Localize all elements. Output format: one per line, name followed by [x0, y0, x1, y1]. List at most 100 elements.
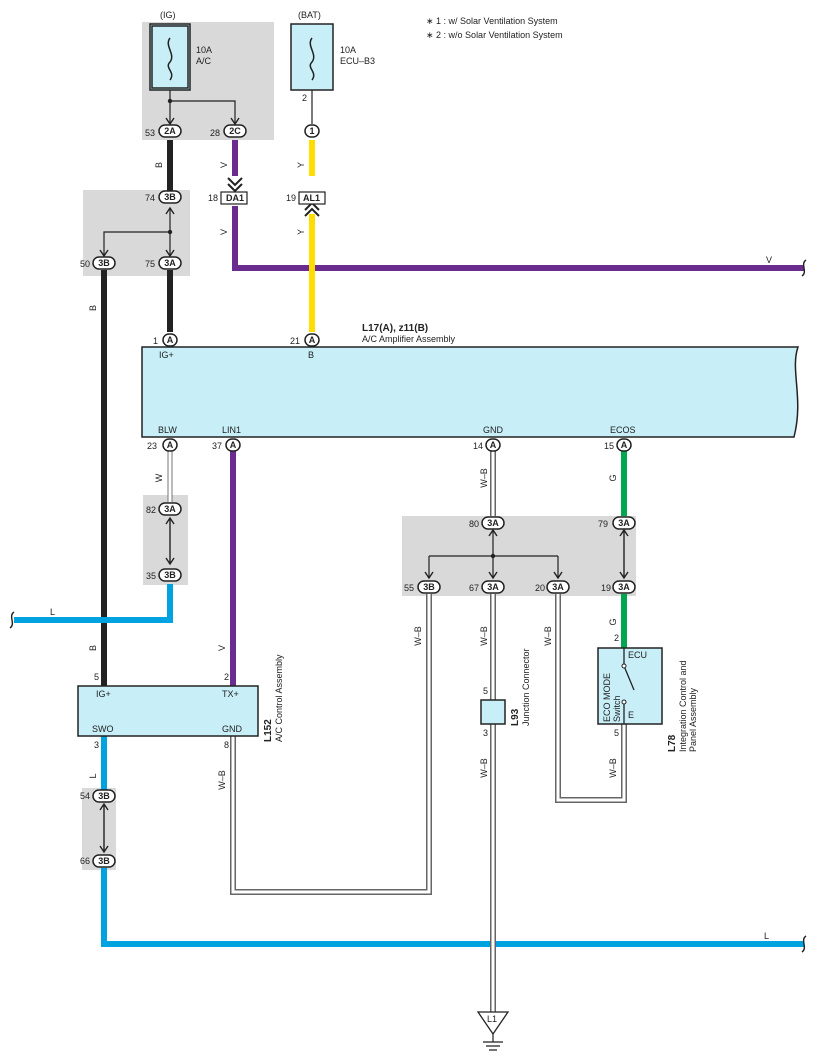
pin-5-ecu: 5 [614, 728, 619, 738]
label-l-3: L [764, 931, 769, 941]
panel-id: L78 [667, 734, 678, 752]
connector-3b-55: 3B [417, 580, 441, 594]
pin-2-ctrl: 2 [224, 672, 229, 682]
connector-a-1: A [162, 333, 178, 347]
pin-20: 20 [535, 583, 545, 593]
pin-66: 66 [80, 856, 90, 866]
pin-23: 23 [147, 441, 157, 451]
pin-50: 50 [80, 259, 90, 269]
label-v-2: V [219, 229, 229, 235]
label-wb-7: W–B [608, 758, 618, 778]
amplifier-ig-label: IG+ [159, 350, 174, 360]
pin-1: 1 [153, 336, 158, 346]
connector-a-14-label: A [490, 440, 497, 450]
connector-3a-75-label: 3A [164, 258, 176, 268]
control-assembly-box [77, 685, 259, 737]
connector-3a-80-label: 3A [487, 518, 499, 528]
connector-3a-82-label: 3A [164, 504, 176, 514]
connector-3b-55-label: 3B [423, 582, 435, 592]
pin-bat-2: 2 [302, 93, 307, 103]
pin-2-ecu: 2 [614, 633, 619, 643]
connector-3b-54-label: 3B [98, 791, 110, 801]
connector-a-23: A [162, 438, 178, 452]
connector-a-14: A [485, 438, 501, 452]
amplifier-name: A/C Amplifier Assembly [362, 334, 456, 344]
panel-ecu-label: ECU [628, 650, 647, 660]
pin-18: 18 [208, 193, 218, 203]
control-id: L152 [263, 719, 274, 742]
connector-a-21: A [304, 333, 320, 347]
fuse-ig-icon [167, 37, 173, 81]
fuse-bat-icon [309, 37, 315, 81]
fuse-ig-group: (IG) [160, 10, 176, 20]
label-wb-5: W–B [217, 770, 227, 790]
junction-connector-name: Junction Connector [521, 648, 531, 726]
label-y-2: Y [296, 229, 306, 235]
label-b-2: B [88, 305, 98, 311]
label-b-3: B [88, 645, 98, 651]
amplifier-lin-label: LIN1 [222, 425, 241, 435]
connector-3b-74-label: 3B [164, 192, 176, 202]
control-swo-label: SWO [92, 724, 114, 734]
fuse-bat-box [290, 23, 334, 91]
connector-a-15: A [616, 438, 632, 452]
control-gnd-label: GND [222, 724, 243, 734]
pin-21: 21 [290, 336, 300, 346]
fuse-bat-name: ECU–B3 [340, 56, 375, 66]
pin-37: 37 [212, 441, 222, 451]
panel-name-1: Integration Control and [678, 660, 688, 752]
fuse-ig-box [149, 23, 191, 91]
control-tx-label: TX+ [222, 689, 239, 699]
connector-3b-66-label: 3B [98, 856, 110, 866]
pin-82: 82 [146, 505, 156, 515]
pin-8-ctrl: 8 [224, 740, 229, 750]
label-wb-1: W–B [479, 468, 489, 488]
connector-3b-50: 3B [92, 256, 116, 270]
label-g-1: G [608, 474, 618, 481]
pin-80: 80 [469, 519, 479, 529]
connector-3b-54: 3B [92, 789, 116, 803]
ground-label: L1 [487, 1014, 497, 1024]
pin-19: 19 [286, 193, 296, 203]
wire-l-3 [101, 868, 804, 947]
note-2: ∗ 2 : w/o Solar Ventilation System [426, 30, 563, 40]
eco-switch-label: Switch [612, 695, 622, 722]
amplifier-blw-label: BLW [158, 425, 177, 435]
connector-3b-74: 3B [158, 190, 182, 204]
connector-3a-79: 3A [612, 516, 636, 530]
label-wb-3: W–B [479, 626, 489, 646]
connector-3b-35: 3B [158, 568, 182, 582]
amplifier-id: L17(A), z11(B) [362, 323, 428, 334]
pin-5-ctrl: 5 [94, 672, 99, 682]
pin-3-ctrl: 3 [94, 740, 99, 750]
amplifier-gnd-label: GND [483, 425, 504, 435]
connector-2c: 2C [223, 124, 247, 138]
fuse-ig-amp: 10A [196, 45, 212, 55]
label-w: W [154, 473, 164, 482]
connector-3a-19: 3A [612, 580, 636, 594]
pin-28: 28 [210, 128, 220, 138]
pin-3-jc: 3 [483, 728, 488, 738]
control-ig-label: IG+ [96, 689, 111, 699]
connector-3a-20-label: 3A [552, 582, 564, 592]
panel-assembly-box [597, 647, 663, 725]
amplifier-box [141, 346, 800, 438]
connector-3a-79-label: 3A [618, 518, 630, 528]
label-y-1: Y [296, 162, 306, 168]
connector-3b-50-label: 3B [98, 258, 110, 268]
pin-67: 67 [469, 583, 479, 593]
amplifier-ecos-label: ECOS [610, 425, 636, 435]
connector-3a-67: 3A [481, 580, 505, 594]
junction-connector-id: L93 [510, 708, 521, 726]
label-g-2: G [608, 618, 618, 625]
wire-wb-ctrl [230, 594, 432, 895]
fuse-bat-amp: 10A [340, 45, 356, 55]
amplifier-b-label: B [308, 350, 314, 360]
connector-a-23-label: A [167, 440, 174, 450]
connector-da1 [220, 191, 248, 205]
pin-19b: 19 [601, 583, 611, 593]
connector-3a-80: 3A [481, 516, 505, 530]
connector-a-21-label: A [309, 335, 316, 345]
fuse-bat-group: (BAT) [298, 10, 321, 20]
